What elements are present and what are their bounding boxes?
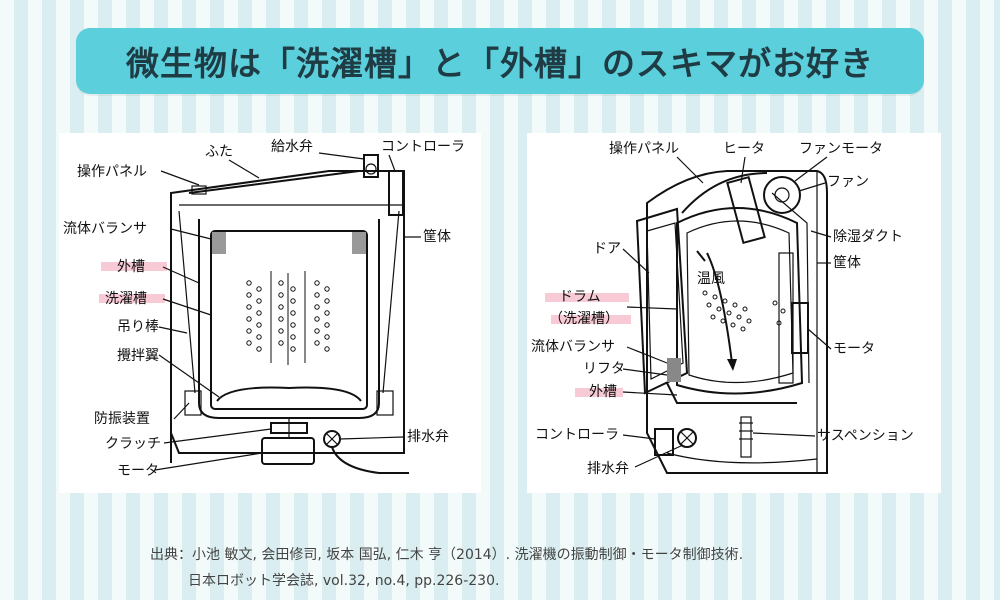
diagram-vertical-washer: ふた 給水弁 コントローラ 操作パネル 流体バランサ 筐体 外槽 洗濯槽 吊り棒… bbox=[59, 133, 481, 493]
label-cabinet: 筐体 bbox=[423, 228, 451, 245]
label-drain-valve-right: 排水弁 bbox=[587, 461, 629, 477]
controller-shape bbox=[388, 170, 404, 216]
water-valve-shape bbox=[363, 154, 379, 178]
label-water-valve: 給水弁 bbox=[271, 139, 313, 155]
door-shape bbox=[635, 207, 689, 395]
label-outer-tub-right: 外槽 bbox=[589, 384, 617, 400]
label-controller-right: コントローラ bbox=[535, 427, 619, 443]
fan-shape bbox=[763, 176, 801, 214]
warm-air-arrow bbox=[696, 250, 737, 371]
agitator-shape bbox=[216, 386, 362, 402]
highlight-outer-tub bbox=[101, 262, 167, 271]
drum-holes bbox=[702, 290, 786, 332]
label-vibration-damper: 防振装置 bbox=[94, 411, 150, 427]
label-lifter: リフタ bbox=[583, 361, 625, 377]
drum-shape bbox=[676, 207, 804, 395]
label-fan-motor: ファンモータ bbox=[799, 141, 883, 157]
citation-line-1: 出典：小池 敏文, 会田修司, 坂本 国弘, 仁木 亨（2014）. 洗濯機の振… bbox=[150, 547, 744, 563]
label-fluid-balancer-right: 流体バランサ bbox=[531, 339, 615, 355]
clutch-motor-shape bbox=[261, 418, 315, 465]
label-suspension-rod: 吊り棒 bbox=[117, 319, 159, 335]
lifter-shape bbox=[666, 358, 797, 404]
page-title: 微生物は「洗濯槽」と「外槽」のスキマがお好き bbox=[76, 28, 924, 94]
label-washing-tub: 洗濯槽 bbox=[105, 291, 147, 307]
label-lid: ふた bbox=[205, 144, 233, 160]
label-agitator: 攪拌翼 bbox=[117, 348, 159, 364]
damper-shape bbox=[184, 390, 394, 416]
highlight-drum-note bbox=[551, 315, 631, 324]
highlight-washing-tub bbox=[99, 294, 165, 303]
citation-line-2: 日本ロボット学会誌, vol.32, no.4, pp.226-230. bbox=[188, 573, 500, 589]
heater-shape bbox=[726, 175, 766, 245]
drum-washer-drawing: 操作パネル ヒータ ファンモータ ファン 除湿ダクト 筐体 ドア 温風 ドラム … bbox=[531, 141, 914, 477]
label-heater: ヒータ bbox=[723, 141, 765, 157]
controller-block bbox=[654, 428, 674, 456]
label-clutch: クラッチ bbox=[105, 436, 161, 452]
suspension-shape bbox=[739, 416, 753, 458]
leader-lines bbox=[154, 152, 421, 471]
highlight-drum bbox=[545, 293, 629, 302]
lid-shape bbox=[188, 170, 360, 195]
label-motor-right: モータ bbox=[833, 341, 875, 357]
drain-valve-shape-2 bbox=[666, 428, 818, 464]
washing-tub-shape bbox=[210, 230, 368, 410]
label-door: ドア bbox=[593, 241, 621, 257]
drain-valve-shape bbox=[323, 430, 409, 474]
label-controller: コントローラ bbox=[381, 139, 465, 155]
label-fluid-balancer: 流体バランサ bbox=[63, 221, 147, 237]
citation: 出典：小池 敏文, 会田修司, 坂本 国弘, 仁木 亨（2014）. 洗濯機の振… bbox=[150, 542, 950, 594]
cabinet-outline bbox=[170, 170, 405, 463]
leader-lines-right bbox=[622, 156, 832, 468]
vertical-washer-drawing: ふた 給水弁 コントローラ 操作パネル 流体バランサ 筐体 外槽 洗濯槽 吊り棒… bbox=[63, 139, 465, 479]
label-dehumid-duct: 除湿ダクト bbox=[833, 229, 903, 245]
label-drum-note: （洗濯槽） bbox=[549, 311, 619, 327]
label-cabinet-right: 筐体 bbox=[833, 254, 861, 271]
tub-holes bbox=[246, 271, 330, 365]
label-suspension: サスペンション bbox=[817, 428, 914, 444]
label-warm-air: 温風 bbox=[697, 271, 725, 287]
drum-cabinet-outline bbox=[646, 170, 828, 474]
label-fan: ファン bbox=[827, 174, 869, 190]
label-motor: モータ bbox=[117, 463, 159, 479]
label-drain-valve: 排水弁 bbox=[407, 429, 449, 445]
label-control-panel: 操作パネル bbox=[77, 164, 147, 180]
label-outer-tub: 外槽 bbox=[117, 259, 145, 275]
diagram-drum-washer: 操作パネル ヒータ ファンモータ ファン 除湿ダクト 筐体 ドア 温風 ドラム … bbox=[527, 133, 941, 493]
label-drum: ドラム bbox=[559, 289, 601, 305]
label-control-panel-right: 操作パネル bbox=[609, 141, 679, 157]
motor-shape bbox=[791, 302, 809, 354]
suspension-rods bbox=[178, 210, 400, 394]
highlight-outer-tub-right bbox=[575, 388, 623, 397]
